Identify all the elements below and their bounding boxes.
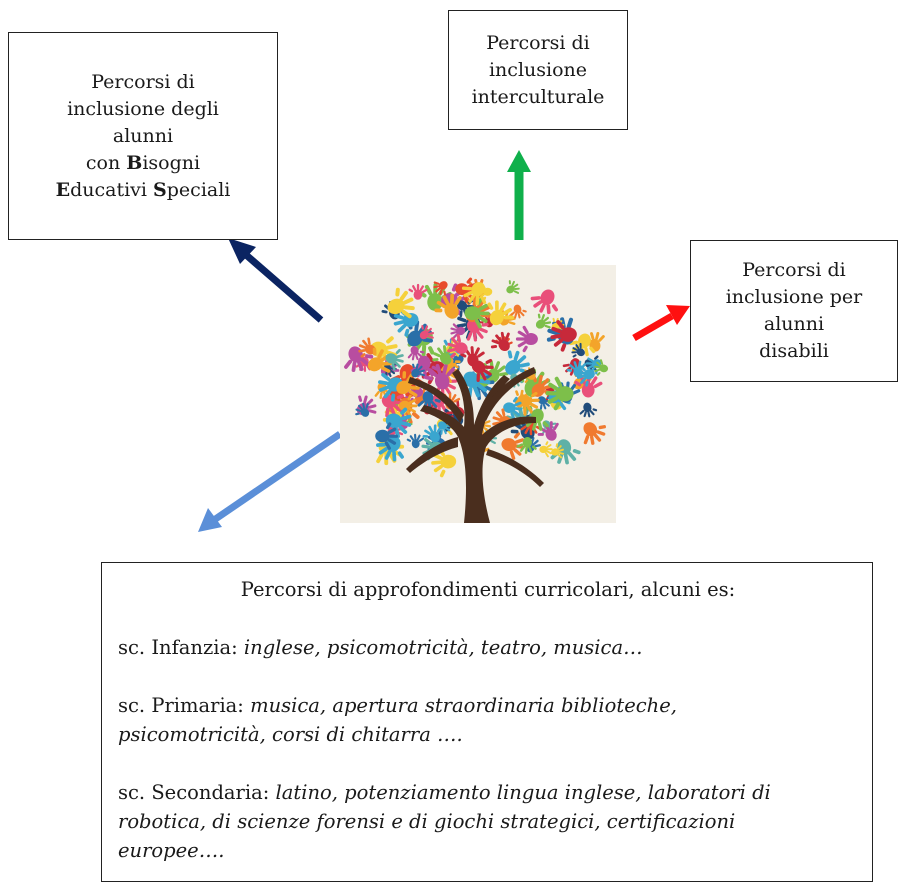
hand-print	[490, 331, 510, 351]
hand-print	[501, 432, 525, 460]
bes-line-3: alunni	[112, 124, 174, 147]
hand-print	[506, 280, 520, 294]
primaria-paragraph: sc. Primaria: musica, apertura straordin…	[118, 691, 858, 749]
inter-line-2: inclusione	[488, 58, 587, 81]
hand-print	[515, 325, 538, 353]
bes-line-1: Percorsi di	[91, 70, 195, 93]
hand-print	[434, 293, 462, 319]
hands-tree-image	[340, 265, 616, 523]
hand-print	[424, 363, 455, 390]
dis-line-3: alunni	[763, 313, 825, 335]
bes-letter-s: S	[153, 178, 167, 201]
hand-print	[535, 313, 552, 329]
bes-educativi: ducativi	[70, 178, 154, 201]
bes-line-5: Educativi Speciali	[56, 177, 231, 204]
hand-print	[355, 402, 370, 417]
hand-print	[571, 342, 585, 358]
arrow-to-bes	[228, 238, 324, 323]
hand-print	[545, 376, 574, 411]
hand-print	[433, 281, 448, 296]
secondaria-label: sc. Secondaria:	[118, 781, 276, 804]
bes-letter-b: B	[126, 151, 143, 174]
inter-line-1: Percorsi di	[486, 31, 590, 54]
infanzia-paragraph: sc. Infanzia: inglese, psicomotricità, t…	[118, 633, 858, 662]
box-curricular-paths: Percorsi di approfondimenti curricolari,…	[101, 562, 873, 882]
hand-print	[539, 441, 553, 458]
arrow-to-curricular	[198, 431, 342, 532]
primaria-items-1: musica, apertura straordinaria bibliotec…	[250, 694, 677, 717]
inter-line-3: interculturale	[471, 85, 605, 108]
box-disabled-inclusion: Percorsi di inclusione per alunni disabi…	[690, 240, 898, 382]
hand-print	[378, 372, 404, 402]
hand-print	[419, 325, 435, 340]
hand-print	[516, 437, 537, 454]
hand-print	[576, 365, 595, 387]
infanzia-label: sc. Infanzia:	[118, 636, 244, 659]
tree-trunk	[406, 367, 544, 523]
bes-con: con	[85, 151, 127, 174]
hand-print	[367, 347, 392, 373]
hand-print	[393, 307, 419, 337]
box-bes-inclusion: Percorsi di inclusione degli alunni con …	[8, 32, 278, 240]
secondaria-items-2: robotica, di scienze forensi e di giochi…	[118, 810, 736, 833]
hand-print	[579, 402, 598, 418]
hand-print	[477, 283, 493, 302]
primaria-items-2: psicomotricità, corsi di chitarra ….	[118, 723, 463, 746]
infanzia-items: inglese, psicomotricità, teatro, musica…	[243, 636, 643, 659]
box-intercultural-inclusion: Percorsi di inclusione interculturale	[448, 10, 628, 130]
hand-print	[487, 300, 514, 326]
hand-print	[551, 443, 565, 459]
dis-line-1: Percorsi di	[742, 259, 846, 281]
hand-print	[422, 424, 442, 443]
hand-print	[471, 358, 494, 383]
hand-print	[550, 320, 577, 352]
secondaria-items-3: europee….	[118, 839, 225, 862]
hand-print	[406, 433, 425, 449]
hand-print	[385, 348, 404, 371]
bes-line-2: inclusione degli	[67, 97, 219, 120]
secondaria-items-1: latino, potenziamento lingua inglese, la…	[275, 781, 771, 804]
hand-print	[375, 422, 399, 450]
arrow-to-intercultural	[507, 150, 531, 240]
hand-print	[407, 346, 425, 361]
bes-bisogni: isogni	[142, 151, 201, 174]
arrow-to-disabled	[632, 305, 690, 342]
dis-line-2: inclusione per	[725, 286, 863, 308]
hand-print	[447, 334, 468, 359]
dis-line-4: disabili	[759, 340, 829, 362]
hand-print	[398, 394, 418, 418]
secondaria-paragraph: sc. Secondaria: latino, potenziamento li…	[118, 778, 858, 865]
bes-line-4: con Bisogni	[86, 150, 200, 177]
bes-letter-e: E	[55, 178, 71, 201]
hand-print	[411, 363, 425, 378]
bes-speciali: peciali	[166, 178, 231, 201]
primaria-label: sc. Primaria:	[118, 694, 251, 717]
hand-print	[408, 283, 428, 300]
curricular-title: Percorsi di approfondimenti curricolari,…	[240, 578, 736, 601]
hand-print	[583, 422, 606, 445]
hand-print	[510, 304, 527, 319]
hand-print	[387, 287, 415, 319]
hand-print	[530, 289, 558, 315]
hand-print	[594, 359, 609, 376]
